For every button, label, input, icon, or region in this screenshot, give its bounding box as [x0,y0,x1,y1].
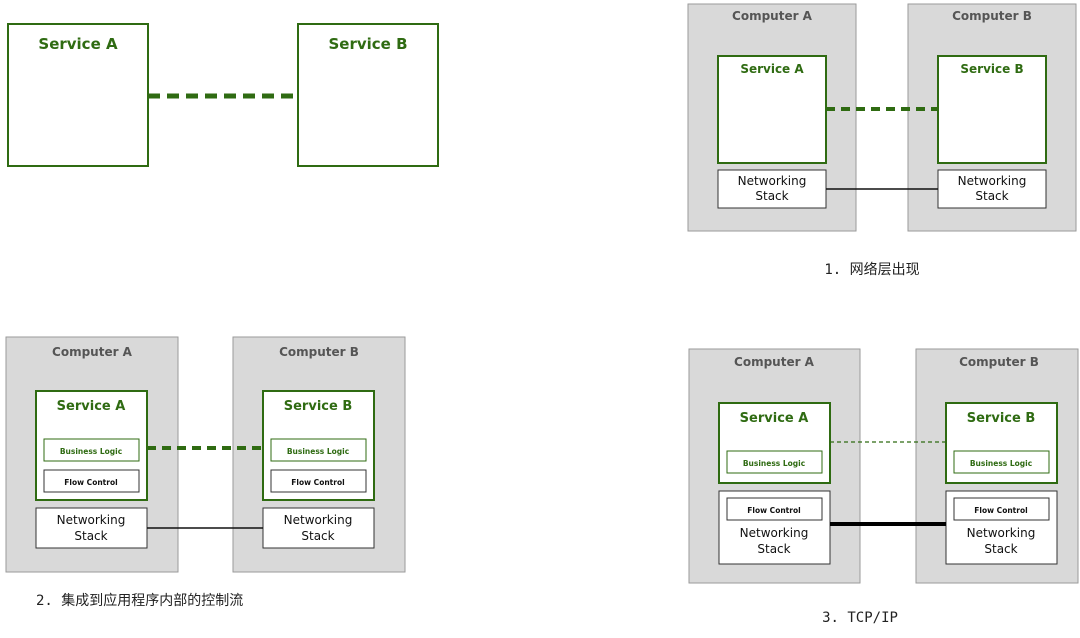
service-a-box [7,23,149,167]
caption-panel-3: 3. TCP/IP [822,610,898,626]
computer-b-title: Computer B [959,355,1039,369]
flow-control-a [43,469,140,493]
networking-stack-b-line2: Stack [984,542,1017,556]
networking-stack-a-line2: Stack [757,542,790,556]
flow-control-b [953,497,1050,521]
service-a-title: Service A [740,62,804,76]
caption-panel-1: 1. 网络层出现 [824,262,919,278]
computer-b-title: Computer B [279,345,359,359]
networking-stack-b-line1: Networking [967,526,1036,540]
business-logic-a [43,438,140,462]
business-logic-b [270,438,367,462]
business-logic-b-label: Business Logic [287,447,349,456]
networking-stack-a-line1: Networking [740,526,809,540]
service-a-title: Service A [740,411,809,426]
service-b-title: Service B [284,399,352,414]
computer-a-title: Computer A [52,345,133,359]
business-logic-b [953,450,1050,474]
panel-services-only: Service A Service B [7,23,439,167]
panel-embedded-flow-control: Computer A Computer B Service A Business… [5,336,406,609]
computer-a-title: Computer A [734,355,815,369]
flow-control-b-label: Flow Control [974,506,1027,515]
flow-control-b-label: Flow Control [291,478,344,487]
service-b-box [297,23,439,167]
service-b-box [937,55,1047,164]
business-logic-a [726,450,823,474]
networking-stack-b-line1: Networking [958,174,1027,188]
computer-a-title: Computer A [732,9,813,23]
networking-stack-a [35,507,148,549]
panel-tcp-ip: Computer A Computer B Service A Business… [688,348,1079,626]
service-a-title: Service A [57,399,126,414]
computer-b-title: Computer B [952,9,1032,23]
service-b-title: Service B [328,35,407,53]
networking-stack-a [717,169,827,209]
networking-stack-a-line1: Networking [57,513,126,527]
business-logic-b-label: Business Logic [970,459,1032,468]
service-a-title: Service A [38,35,118,53]
service-b-title: Service B [967,411,1035,426]
flow-control-a-label: Flow Control [64,478,117,487]
business-logic-a-label: Business Logic [60,447,122,456]
service-b-title: Service B [960,62,1023,76]
networking-stack-a-line2: Stack [74,529,107,543]
business-logic-a-label: Business Logic [743,459,805,468]
networking-stack-a-line2: Stack [755,189,788,203]
networking-stack-a-line1: Networking [738,174,807,188]
flow-control-a-label: Flow Control [747,506,800,515]
flow-control-b [270,469,367,493]
networking-stack-b-line2: Stack [301,529,334,543]
flow-control-a [726,497,823,521]
caption-panel-2: 2. 集成到应用程序内部的控制流 [36,592,243,609]
networking-stack-b-line2: Stack [975,189,1008,203]
networking-stack-b-line1: Networking [284,513,353,527]
panel-networking-layer: Computer A Computer B Service A Service … [687,3,1077,278]
